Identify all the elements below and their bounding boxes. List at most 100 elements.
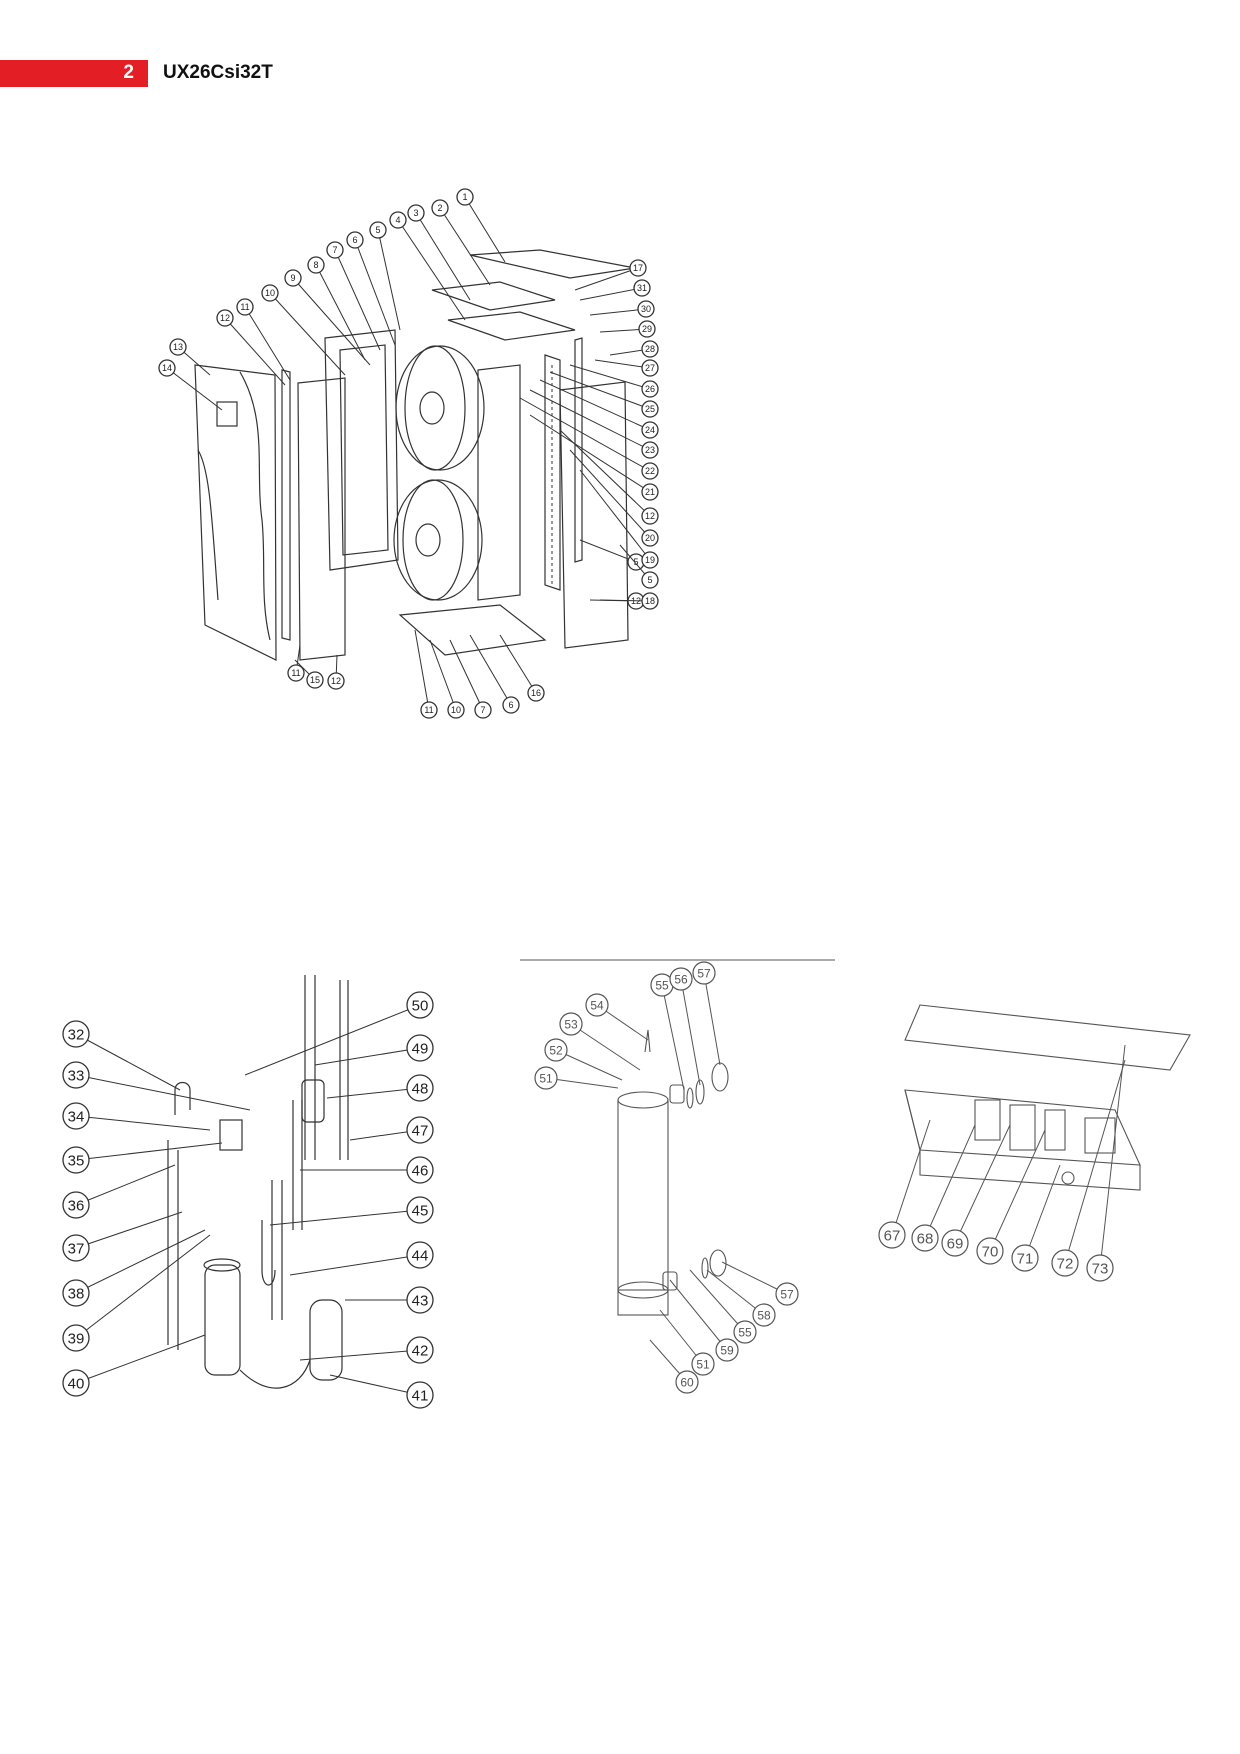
callout-circle [62, 1020, 90, 1048]
callout-circle [307, 256, 325, 274]
callout-circle [641, 421, 659, 439]
leader-line [269, 1209, 421, 1226]
callout-circle [216, 309, 234, 327]
callout-circle [752, 1303, 776, 1327]
callout-circle [62, 1279, 90, 1307]
callout-circle [406, 1196, 434, 1224]
leader-line [499, 634, 537, 694]
callout-number: 12 [220, 313, 230, 323]
leader-line [314, 1047, 421, 1066]
callout-number: 27 [645, 363, 655, 373]
leader-line [924, 1124, 976, 1239]
leader-line [549, 371, 651, 410]
leader-line [315, 264, 366, 361]
leader-line [354, 239, 396, 346]
callout-number: 28 [645, 344, 655, 354]
leader-line [1064, 1059, 1126, 1264]
callout-number: 50 [412, 997, 429, 1014]
callout-number: 46 [412, 1162, 429, 1179]
callout-number: 9 [290, 273, 295, 283]
page-number: 2 [123, 62, 134, 83]
callout-number: 35 [68, 1152, 85, 1169]
callout-circle [236, 298, 254, 316]
callout-circle [1011, 1244, 1039, 1272]
callout-number: 37 [68, 1240, 85, 1257]
callout-number: 12 [645, 511, 655, 521]
callout-circle [641, 529, 659, 547]
callout-circle [1051, 1249, 1079, 1277]
leader-line [519, 397, 651, 472]
callout-number: 36 [68, 1197, 85, 1214]
callout-number: 12 [331, 676, 341, 686]
callout-number: 16 [531, 688, 541, 698]
callout-circle [675, 1370, 699, 1394]
callout-circle [62, 1061, 90, 1089]
callout-number: 48 [412, 1080, 429, 1097]
callout-number: 52 [549, 1043, 563, 1057]
callout-circle [641, 359, 659, 377]
callout-circle [474, 701, 492, 719]
callout-number: 39 [68, 1330, 85, 1347]
callout-circle [406, 1156, 434, 1184]
callout-number: 5 [375, 225, 380, 235]
callout-circle [641, 400, 659, 418]
leader-line [75, 1229, 206, 1294]
callout-circle [326, 241, 344, 259]
leader-line [569, 449, 651, 539]
callout-number: 25 [645, 404, 655, 414]
leader-line [570, 1023, 641, 1071]
leader-line [689, 1269, 746, 1333]
callout-number: 49 [412, 1040, 429, 1057]
callout-number: 53 [564, 1017, 578, 1031]
callout-number: 13 [173, 342, 183, 352]
callout-circle [641, 340, 659, 358]
callout-circle [638, 320, 656, 338]
callout-number: 70 [982, 1243, 999, 1260]
callout-number: 26 [645, 384, 655, 394]
callout-number: 20 [645, 533, 655, 543]
callout-number: 68 [917, 1230, 934, 1247]
callout-circle [327, 672, 345, 690]
callout-number: 57 [697, 966, 711, 980]
leader-line [244, 306, 291, 381]
callout-number: 51 [539, 1071, 553, 1085]
callout-circle [641, 592, 659, 610]
callout-number: 32 [68, 1026, 85, 1043]
callout-circle [715, 1338, 739, 1362]
callout-number: 72 [1057, 1255, 1074, 1272]
leader-line [706, 1269, 765, 1316]
leader-line [954, 1124, 1011, 1244]
callout-circle [641, 507, 659, 525]
leader-line [377, 229, 401, 331]
leader-line [891, 1119, 931, 1236]
leader-line [75, 1164, 176, 1206]
callout-number: 58 [757, 1308, 771, 1322]
callout-circle [284, 269, 302, 287]
callout-number: 43 [412, 1292, 429, 1309]
callout-number: 21 [645, 487, 655, 497]
callout-circle [691, 1352, 715, 1376]
callout-circle [911, 1224, 939, 1252]
callout-number: 24 [645, 425, 655, 435]
leader-line [594, 359, 651, 369]
callout-number: 42 [412, 1342, 429, 1359]
leader-line [1024, 1164, 1061, 1259]
callout-number: 4 [395, 215, 400, 225]
callout-circle [369, 221, 387, 239]
callout-circle [502, 696, 520, 714]
leader-line [589, 308, 647, 316]
leader-line [439, 207, 491, 286]
callout-number: 17 [633, 263, 643, 273]
leader-line [559, 429, 651, 517]
callout-number: 33 [68, 1067, 85, 1084]
callout-number: 3 [413, 208, 418, 218]
callout-number: 2 [437, 203, 442, 213]
callout-circle [637, 300, 655, 318]
leader-line [334, 249, 381, 351]
